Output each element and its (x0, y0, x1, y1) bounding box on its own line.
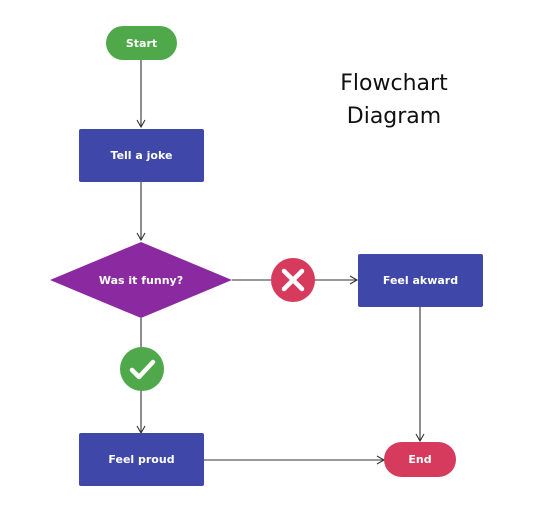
node-feel-awkward: Feel akward (358, 254, 483, 307)
node-tell-joke: Tell a joke (79, 129, 204, 182)
node-feel-proud: Feel proud (79, 433, 204, 486)
x-icon-glyph (281, 268, 305, 292)
arrowhead-tell-joke (136, 119, 146, 129)
no-badge (271, 258, 315, 302)
feel-proud-process-shape (79, 433, 204, 486)
tell-joke-process-shape (79, 129, 204, 182)
yes-badge (120, 347, 164, 391)
start-terminal-shape (106, 26, 177, 60)
check-icon-glyph (129, 359, 156, 380)
feel-awkward-process-shape (358, 254, 483, 307)
tell-joke-label: Tell a joke (111, 149, 173, 162)
arrowhead-end-from-awkward (415, 433, 425, 443)
feel-awkward-label: Feel akward (383, 274, 458, 287)
decision-label: Was it funny? (99, 274, 183, 287)
end-terminal-shape (384, 442, 456, 477)
decision-diamond-shape (50, 242, 232, 318)
node-decision: Was it funny? (50, 242, 232, 318)
arrowhead-feel-awkward (349, 275, 359, 285)
start-label: Start (126, 37, 157, 50)
title-line-2: Diagram (347, 104, 441, 129)
arrowhead-end-from-proud (376, 455, 386, 465)
end-label: End (408, 453, 431, 466)
node-start: Start (106, 26, 177, 60)
feel-proud-label: Feel proud (108, 453, 174, 466)
check-icon (120, 347, 164, 391)
title-line-1: Flowchart (340, 71, 448, 96)
node-end: End (384, 442, 456, 477)
arrowhead-decision (136, 232, 146, 242)
